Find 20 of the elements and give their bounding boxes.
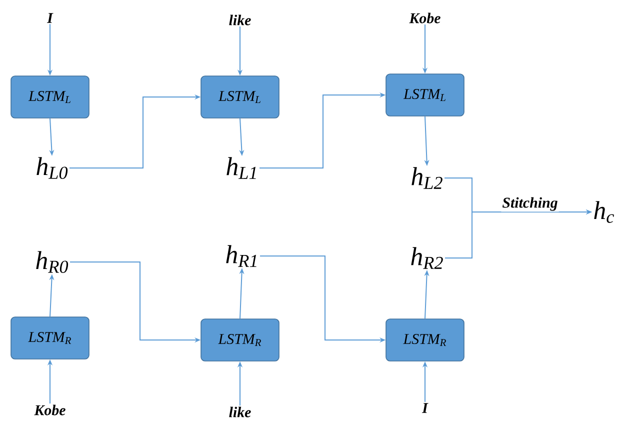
- output-label: h$_{c}$: [594, 201, 614, 223]
- input-word: I: [46, 13, 54, 23]
- lstm-box: LSTM$_{L}$: [10, 76, 90, 118]
- lstm-box: LSTM$_{R}$: [386, 318, 464, 362]
- edge-label: Stitching: [501, 196, 559, 212]
- input-word: like: [229, 406, 251, 418]
- input-word: Kobe: [409, 12, 440, 24]
- lstm-box: LSTM$_{L}$: [200, 76, 280, 118]
- input-word: I: [422, 403, 428, 413]
- hidden-state-label: h$_{L0}$: [36, 157, 68, 179]
- hidden-state-label: h$_{R1}$: [226, 245, 256, 267]
- input-word: Kobe: [34, 404, 66, 416]
- hidden-state-label: h$_{R2}$: [411, 247, 443, 269]
- hidden-state-label: h$_{L2}$: [412, 167, 442, 189]
- hidden-state-label: h$_{R0}$: [36, 251, 68, 273]
- lstm-box: LSTM$_{R}$: [10, 316, 90, 360]
- input-word: like: [229, 14, 251, 26]
- lstm-box: LSTM$_{R}$: [200, 318, 280, 362]
- lstm-box: LSTM$_{L}$: [386, 74, 464, 116]
- hidden-state-label: h$_{L1}$: [226, 157, 256, 179]
